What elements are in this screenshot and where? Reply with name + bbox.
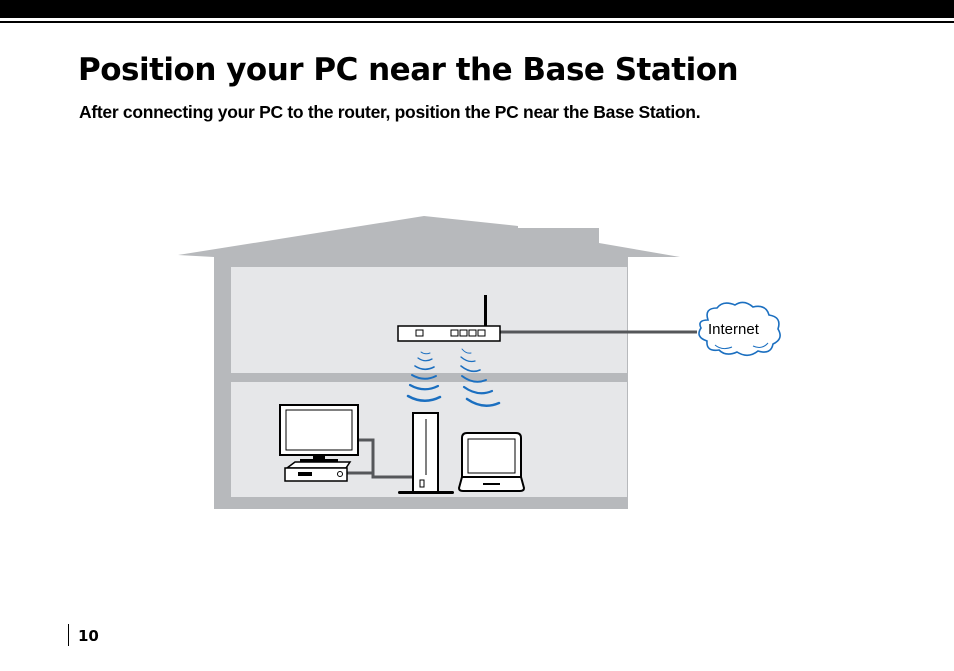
- page-title: Position your PC near the Base Station: [78, 52, 739, 88]
- network-illustration: Internet: [178, 216, 781, 509]
- header-rule: [0, 21, 954, 23]
- internet-label: Internet: [708, 321, 760, 338]
- wifi-waves-left: [406, 351, 442, 402]
- router-icon: [397, 295, 501, 342]
- header-bar: [0, 0, 954, 18]
- pc-tower-icon: [398, 412, 454, 494]
- laptop-icon: [457, 432, 526, 492]
- tv-icon: [279, 404, 359, 462]
- lan-cable: [356, 438, 413, 479]
- page-subtitle: After connecting your PC to the router, …: [79, 102, 701, 122]
- page-number: 10: [78, 627, 99, 645]
- upper-floor: [231, 267, 627, 373]
- wifi-waves-right: [460, 348, 501, 407]
- recorder-icon: [284, 461, 352, 482]
- internet-cloud-icon: Internet: [698, 301, 781, 357]
- page-marker-line: [68, 624, 69, 646]
